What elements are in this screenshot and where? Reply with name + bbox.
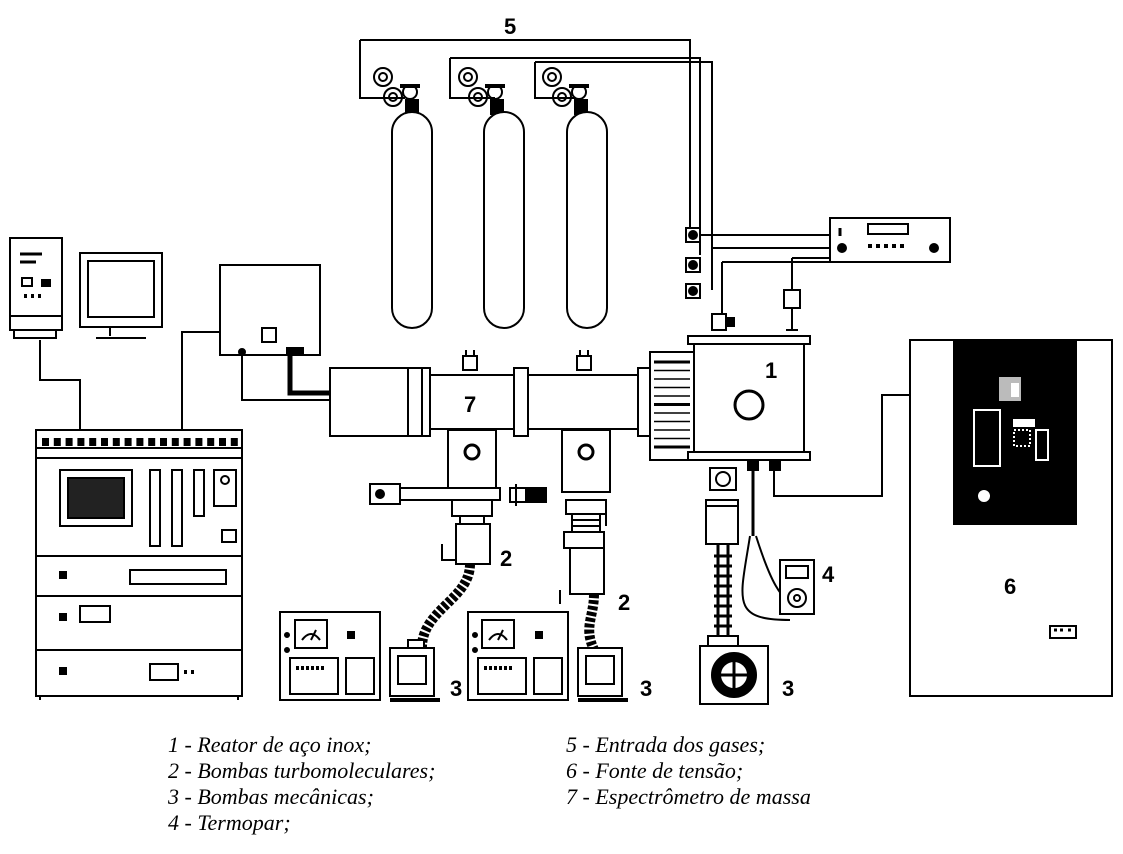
thermocouple bbox=[742, 470, 814, 620]
label-power-supply: 6 bbox=[1004, 574, 1016, 599]
turbo-pump-supports bbox=[370, 430, 610, 506]
label-mech-pump-left: 3 bbox=[450, 676, 462, 701]
spectrometer-control-box bbox=[220, 265, 320, 355]
legend-item-mech-pumps: 3 - Bombas mecânicas; bbox=[168, 784, 435, 810]
label-thermocouple: 4 bbox=[822, 562, 835, 587]
control-rack bbox=[36, 430, 242, 700]
label-turbo-pump-right: 2 bbox=[618, 590, 630, 615]
power-supply bbox=[910, 340, 1112, 696]
legend-item-reactor: 1 - Reator de aço inox; bbox=[168, 732, 435, 758]
legend-item-thermocouple: 4 - Termopar; bbox=[168, 810, 435, 836]
label-mech-pump-right: 3 bbox=[782, 676, 794, 701]
label-turbo-pump-left: 2 bbox=[500, 546, 512, 571]
legend-item-gas-inlet: 5 - Entrada dos gases; bbox=[566, 732, 811, 758]
label-gas-inlet: 5 bbox=[504, 14, 516, 39]
legend-item-power-supply: 6 - Fonte de tensão; bbox=[566, 758, 811, 784]
mass-spectrometer bbox=[330, 350, 650, 436]
flow-controller bbox=[830, 218, 950, 262]
mech-pump-mid bbox=[468, 612, 628, 700]
label-reactor: 1 bbox=[765, 358, 777, 383]
reactor bbox=[688, 336, 810, 490]
gas-cylinder-2 bbox=[459, 68, 524, 328]
legend-item-turbo-pumps: 2 - Bombas turbomoleculares; bbox=[168, 758, 435, 784]
turbo-pump-right bbox=[560, 500, 606, 604]
legend-item-mass-spectrometer: 7 - Espectrômetro de massa bbox=[566, 784, 811, 810]
gas-cylinder-3 bbox=[543, 68, 607, 328]
mech-pump-left bbox=[280, 612, 440, 700]
legend-right-column: 5 - Entrada dos gases; 6 - Fonte de tens… bbox=[566, 732, 811, 810]
flow-valves bbox=[686, 228, 800, 330]
legend-left-column: 1 - Reator de aço inox; 2 - Bombas turbo… bbox=[168, 732, 435, 836]
bellows bbox=[650, 352, 694, 460]
label-mass-spectrometer: 7 bbox=[464, 392, 476, 417]
turbo-pump-left bbox=[442, 500, 492, 564]
mech-pump-right bbox=[700, 500, 768, 704]
gas-cylinder-1 bbox=[374, 68, 432, 328]
computer bbox=[10, 238, 162, 338]
label-mech-pump-mid: 3 bbox=[640, 676, 652, 701]
